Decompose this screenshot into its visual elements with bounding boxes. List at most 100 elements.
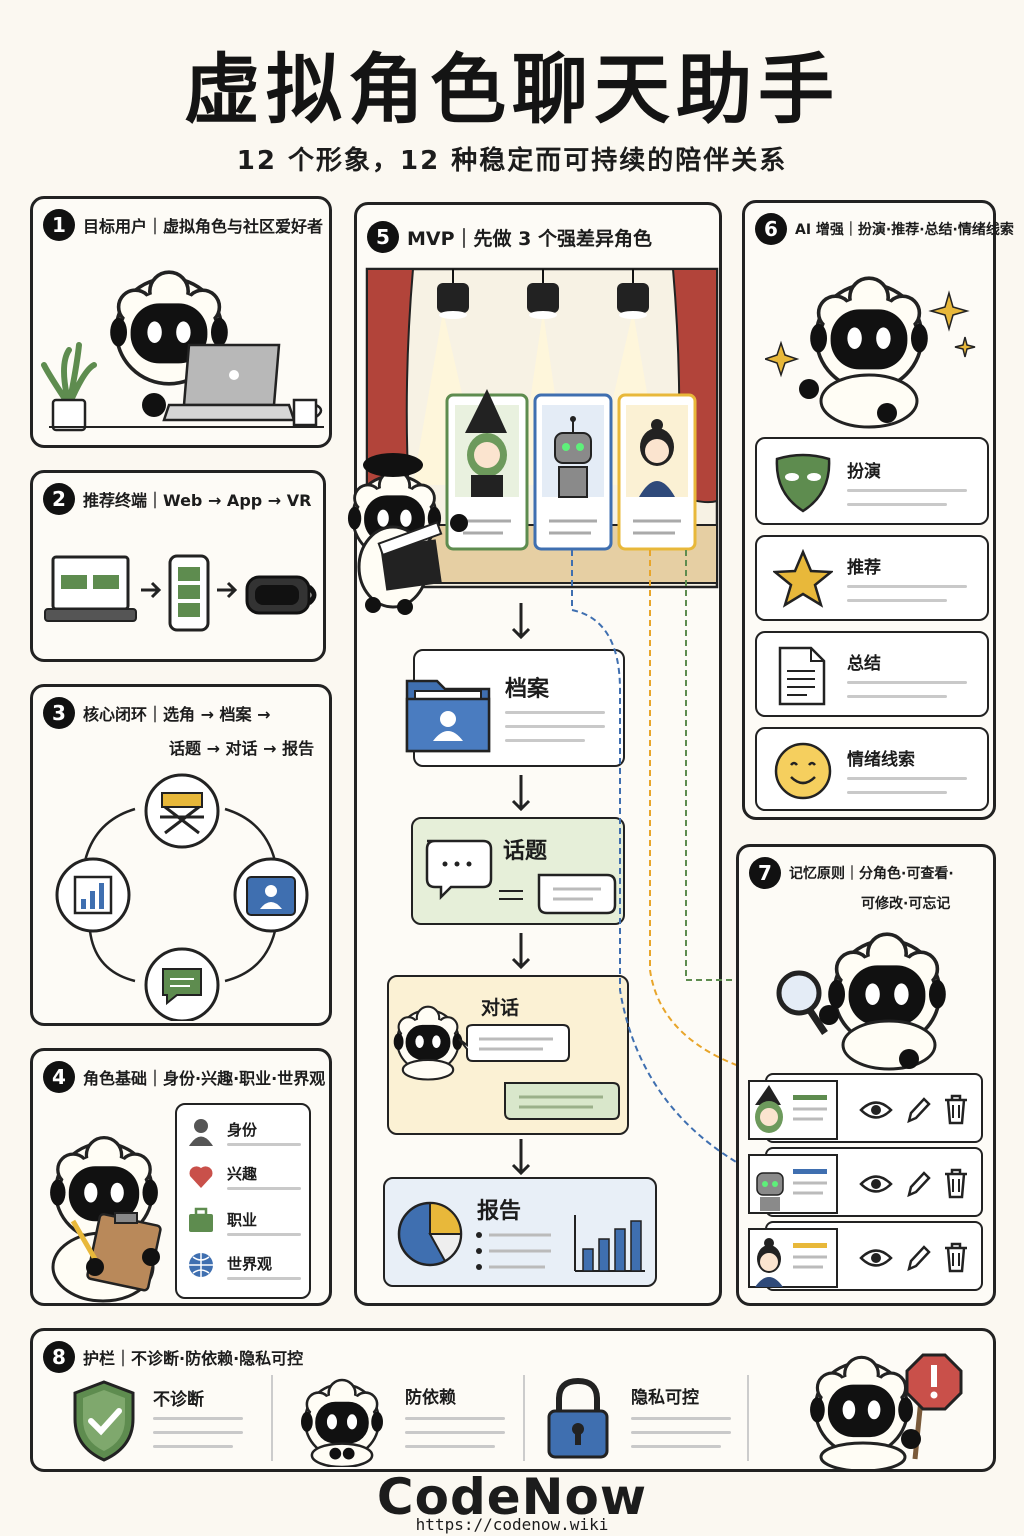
pencil-icon[interactable] (905, 1095, 931, 1125)
mascot-sparkle-illustration (765, 276, 976, 429)
memory-row-swordsman[interactable] (748, 1221, 983, 1291)
eye-icon[interactable] (859, 1097, 893, 1123)
laptop-icon (44, 555, 137, 622)
ai-card-label: 情绪线索 (847, 750, 915, 770)
panel-target-users: 1 目标用户｜虚拟角色与社区爱好者 (30, 196, 332, 448)
ai-card-emotion: 情绪线索 (755, 727, 989, 811)
padlock-icon (547, 1377, 609, 1459)
list-bullets (476, 1232, 551, 1270)
robot-avatar (748, 1154, 838, 1214)
ai-card-recommend: 推荐 (755, 535, 989, 621)
panel-title-line2: 话题 → 对话 → 报告 (169, 739, 315, 758)
guardrail-label: 防依赖 (405, 1388, 456, 1408)
mascot-clipboard-illustration (48, 1135, 162, 1303)
ai-card-summary: 总结 (755, 631, 989, 717)
panel-character-basics: 4 角色基础｜身份·兴趣·职业·世界观 身份 兴趣 职业 世界观 (30, 1048, 332, 1306)
arrow-icon (141, 581, 162, 599)
phone-icon (168, 554, 210, 632)
step-number: 7 (749, 857, 781, 889)
swordsman-avatar (748, 1228, 838, 1288)
trash-icon[interactable] (943, 1167, 969, 1199)
panel-memory-principles: 7 记忆原则｜分角色·可查看· 可修改·可忘记 (736, 844, 996, 1306)
panel-mvp: 5 MVP｜先做 3 个强差异角色 (346, 202, 722, 1306)
character-card-witch (445, 389, 529, 551)
step-label: 话题 (503, 839, 548, 864)
attribute-label: 兴趣 (227, 1165, 258, 1183)
eye-icon[interactable] (859, 1171, 893, 1197)
arrow-down-icon (511, 775, 531, 812)
footer-brand: CodeNow (376, 1468, 648, 1526)
arrow-down-icon (511, 933, 531, 970)
message-bubbles (458, 1024, 620, 1120)
step-number: 2 (43, 483, 75, 515)
mascot-icon (299, 1378, 385, 1467)
step-number: 5 (367, 221, 399, 253)
character-card-robot (533, 393, 613, 551)
panel-title: 角色基础｜身份·兴趣·职业·世界观 (83, 1069, 326, 1088)
document-icon (778, 646, 826, 706)
step-label: 对话 (481, 997, 520, 1019)
globe-icon (189, 1253, 213, 1277)
trash-icon[interactable] (943, 1093, 969, 1125)
heart-icon (189, 1166, 213, 1188)
step-label: 档案 (505, 677, 550, 702)
step-card-report: 报告 (383, 1177, 657, 1287)
ai-card-label: 扮演 (847, 462, 881, 482)
arrow-icon (217, 581, 238, 599)
chat-bubble-icon (144, 947, 220, 1021)
panel-title: MVP｜先做 3 个强差异角色 (407, 227, 652, 250)
panel-title: 护栏｜不诊断·防依赖·隐私可控 (83, 1349, 304, 1368)
footer-url[interactable]: https://codenow.wiki (415, 1515, 609, 1534)
mask-icon (775, 453, 831, 513)
mascot-laptop-illustration (41, 270, 324, 432)
page-subtitle: 12 个形象，12 种稳定而可持续的陪伴关系 (236, 146, 788, 176)
briefcase-icon (189, 1207, 213, 1232)
step-card-dialogue: 对话 (387, 975, 629, 1135)
mascot-warning-sign-illustration (808, 1353, 963, 1469)
mascot-magnifier-illustration (776, 932, 948, 1071)
bar-chart-icon (55, 857, 131, 933)
panel-title: AI 增强｜扮演·推荐·总结·情绪线索 (795, 222, 1014, 238)
panel-guardrails: 8 护栏｜不诊断·防依赖·隐私可控 不诊断 防依赖 隐私可控 (30, 1328, 996, 1472)
memory-connectors (571, 550, 754, 1171)
trash-icon[interactable] (943, 1241, 969, 1273)
ai-card-label: 总结 (847, 654, 881, 674)
panel-title: 记忆原则｜分角色·可查看· (789, 866, 954, 882)
witch-avatar (748, 1080, 838, 1140)
step-card-topic: 话题 (411, 817, 625, 925)
ai-card-label: 推荐 (847, 558, 881, 578)
arrow-down-icon (511, 1139, 531, 1176)
character-card-swordsman (617, 393, 697, 551)
vr-headset-icon (245, 575, 317, 615)
panel-devices: 2 推荐终端｜Web → App → VR (30, 470, 326, 662)
step-label: 报告 (477, 1199, 522, 1224)
panel-ai-enhancement: 6 AI 增强｜扮演·推荐·总结·情绪线索 扮演 推荐 总结 (742, 200, 1014, 820)
stage-illustration (346, 267, 719, 615)
step-number: 1 (43, 209, 75, 241)
panel-title-line2: 可修改·可忘记 (861, 896, 951, 912)
profile-folder-icon (233, 857, 309, 933)
pencil-icon[interactable] (905, 1169, 931, 1199)
guardrail-label: 隐私可控 (631, 1388, 699, 1408)
panel-title: 核心闭环｜选角 → 档案 → (83, 705, 271, 724)
step-number: 6 (755, 213, 787, 245)
eye-icon[interactable] (859, 1245, 893, 1271)
shield-check-icon (73, 1380, 135, 1462)
step-card-profile: 档案 (405, 649, 625, 767)
pencil-icon[interactable] (905, 1243, 931, 1273)
attribute-label: 身份 (227, 1121, 258, 1139)
core-loop-diagram (55, 773, 309, 1021)
star-icon (773, 549, 833, 608)
step-number: 8 (43, 1341, 75, 1373)
step-number: 4 (43, 1061, 75, 1093)
memory-row-robot[interactable] (748, 1147, 983, 1217)
panel-core-loop: 3 核心闭环｜选角 → 档案 → 话题 → 对话 → 报告 (30, 684, 332, 1026)
mascot-icon (393, 1005, 463, 1081)
chat-bubbles-icon (425, 839, 617, 915)
guardrail-label: 不诊断 (153, 1390, 204, 1410)
pie-chart-icon (397, 1201, 463, 1267)
memory-row-witch[interactable] (748, 1073, 983, 1143)
director-chair-icon (144, 773, 220, 849)
profile-folder-icon (405, 679, 491, 753)
character-attribute-list: 身份 兴趣 职业 世界观 (175, 1103, 311, 1299)
